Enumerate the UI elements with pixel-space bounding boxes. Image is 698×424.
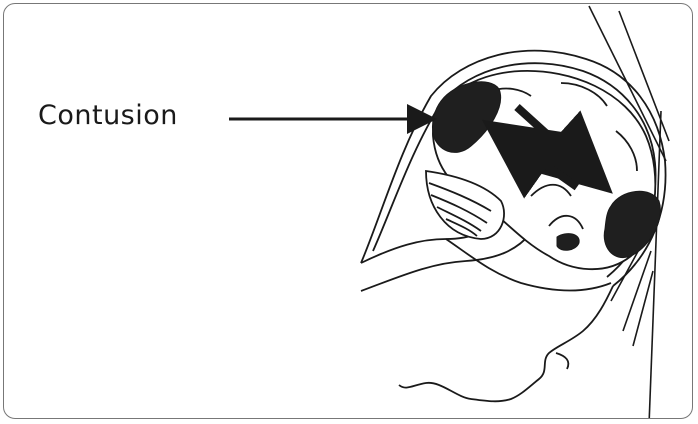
contusion-label: Contusion xyxy=(38,100,178,131)
small-contusion xyxy=(557,234,579,251)
head-injury-illustration xyxy=(4,4,692,418)
diagram-frame: Contusion xyxy=(3,3,693,419)
face-profile xyxy=(399,286,613,401)
